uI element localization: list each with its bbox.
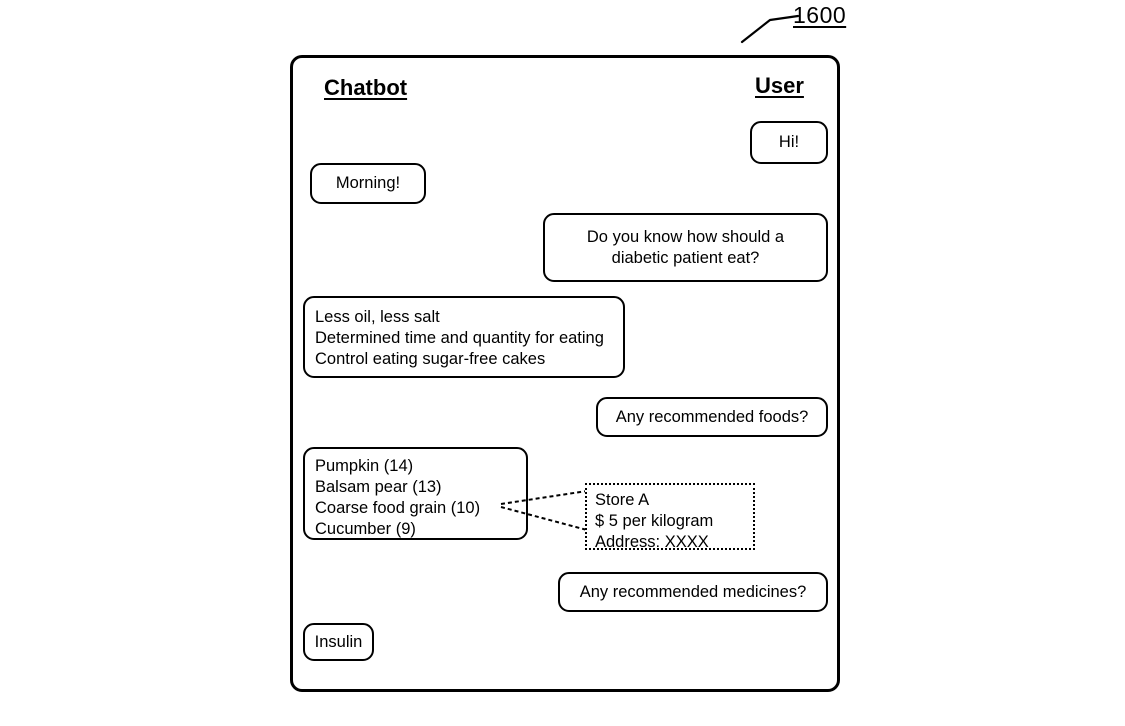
column-header-chatbot: Chatbot	[324, 75, 408, 100]
message-bubble-user-diet-question: Do you know how should a diabetic patien…	[543, 213, 828, 282]
figure-reference-number: 1600	[793, 2, 847, 28]
message-bubble-user-greeting: Hi!	[750, 121, 828, 164]
message-bubble-user-food-question: Any recommended foods?	[596, 397, 828, 437]
message-bubble-bot-greeting: Morning!	[310, 163, 426, 204]
message-bubble-bot-medicine: Insulin	[303, 623, 374, 661]
figure-leader-line	[740, 14, 800, 44]
message-bubble-bot-diet-advice: Less oil, less salt Determined time and …	[303, 296, 625, 378]
store-callout-box: Store A $ 5 per kilogram Address: XXXX	[585, 483, 755, 551]
message-bubble-user-medicine-question: Any recommended medicines?	[558, 572, 828, 612]
column-header-user: User	[755, 73, 804, 98]
message-bubble-bot-food-list: Pumpkin (14) Balsam pear (13) Coarse foo…	[303, 447, 528, 540]
